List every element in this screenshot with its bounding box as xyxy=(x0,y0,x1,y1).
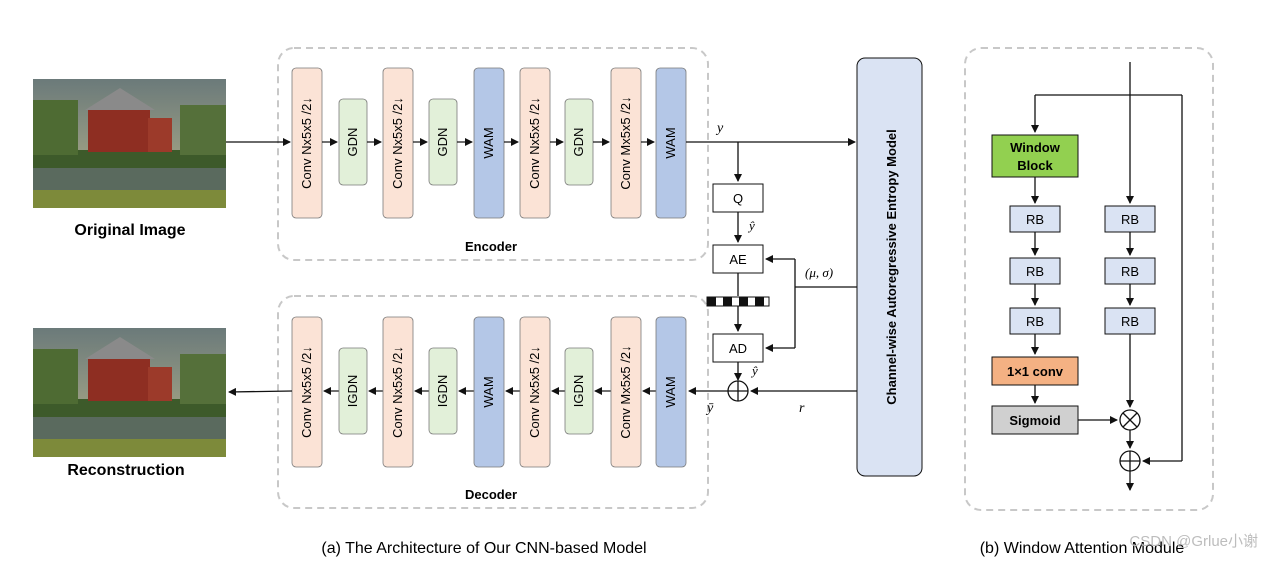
decoder-block-label-3: Conv Nx5x5 /2↓ xyxy=(390,346,405,438)
encoder-block-label-8: Conv Mx5x5 /2↓ xyxy=(618,96,633,189)
ad-block xyxy=(712,333,764,363)
rb-block-2-3 xyxy=(1104,307,1156,335)
original-image xyxy=(33,79,226,208)
decoder-title: Decoder xyxy=(465,487,517,502)
y-hat-label-1: ŷ xyxy=(747,218,755,233)
decoder-block-1 xyxy=(291,316,323,468)
decoder-block-label-1: Conv Nx5x5 /2↓ xyxy=(299,346,314,438)
rb-block-2-2 xyxy=(1104,257,1156,285)
caption-a: (a) The Architecture of Our CNN-based Mo… xyxy=(321,540,646,557)
encoder-block-9 xyxy=(655,67,687,219)
original-image-label: Original Image xyxy=(74,222,185,239)
decoder-block-label-4: IGDN xyxy=(435,375,450,408)
y-label: y xyxy=(715,121,724,136)
decoder-block-9 xyxy=(655,316,687,468)
r-label: r xyxy=(799,401,805,416)
decoder-block-8 xyxy=(610,316,642,468)
decoder-block-label-8: Conv Mx5x5 /2↓ xyxy=(618,345,633,438)
encoder-block-label-1: Conv Nx5x5 /2↓ xyxy=(299,97,314,189)
mu-sigma-label: (μ, σ) xyxy=(805,265,833,280)
y-hat-label-2: ŷ xyxy=(750,363,758,378)
caption-b: (b) Window Attention Module xyxy=(980,540,1185,557)
decoder-block-6 xyxy=(519,316,551,468)
window-block-label-2: Block xyxy=(1017,158,1053,173)
y-bar-label: ȳ xyxy=(705,401,714,416)
watermark: CSDN @Grlue小谢 xyxy=(1129,533,1258,550)
rb-label-2-3: RB xyxy=(1121,314,1139,329)
add-node xyxy=(727,380,749,402)
conv1x1-label: 1×1 conv xyxy=(1007,364,1064,379)
decoder-block-7 xyxy=(564,347,594,435)
window-block xyxy=(991,134,1079,178)
sigmoid-label: Sigmoid xyxy=(1009,413,1060,428)
decoder-block-label-9: WAM xyxy=(663,376,678,407)
bitstream xyxy=(706,296,770,307)
encoder-block-label-4: GDN xyxy=(435,128,450,157)
encoder-block-3 xyxy=(382,67,414,219)
decoder-block-label-6: Conv Nx5x5 /2↓ xyxy=(527,346,542,438)
encoder-block-label-3: Conv Nx5x5 /2↓ xyxy=(390,97,405,189)
reconstruction-image xyxy=(33,328,226,457)
decoder-group xyxy=(277,295,709,509)
encoder-title: Encoder xyxy=(465,239,517,254)
encoder-block-label-9: WAM xyxy=(663,127,678,158)
sigmoid-block xyxy=(991,405,1079,435)
rb-block-2-1 xyxy=(1104,205,1156,233)
conv1x1-block xyxy=(991,356,1079,386)
rb-label-2-1: RB xyxy=(1121,212,1139,227)
decoder-block-4 xyxy=(428,347,458,435)
encoder-block-5 xyxy=(473,67,505,219)
encoder-blocks: Conv Nx5x5 /2↓ GDN Conv Nx5x5 /2↓ GDN WAM Con… xyxy=(291,67,687,219)
encoder-block-8 xyxy=(610,67,642,219)
rb-block-1-1 xyxy=(1009,205,1061,233)
encoder-block-1 xyxy=(291,67,323,219)
encoder-block-label-2: GDN xyxy=(345,128,360,157)
window-block-label-1: Window xyxy=(1010,140,1061,155)
rb-blocks: RB RB RB RB RB RB xyxy=(1009,205,1156,335)
reconstruction-label: Reconstruction xyxy=(67,462,184,479)
ad-label: AD xyxy=(729,341,747,356)
rb-label-1-1: RB xyxy=(1026,212,1044,227)
q-block xyxy=(712,183,764,213)
rb-label-1-3: RB xyxy=(1026,314,1044,329)
rb-label-1-2: RB xyxy=(1026,264,1044,279)
encoder-block-6 xyxy=(519,67,551,219)
output-arrow xyxy=(228,387,293,396)
decoder-block-2 xyxy=(338,347,368,435)
encoder-group xyxy=(277,47,709,261)
encoder-block-label-6: Conv Nx5x5 /2↓ xyxy=(527,97,542,189)
wam-group xyxy=(964,47,1214,511)
decoder-block-label-5: WAM xyxy=(481,376,496,407)
decoder-block-5 xyxy=(473,316,505,468)
ae-label: AE xyxy=(729,252,747,267)
wam-add-node xyxy=(1119,450,1141,472)
decoder-block-3 xyxy=(382,316,414,468)
multiply-node xyxy=(1119,409,1141,431)
decoder-blocks: Conv Nx5x5 /2↓ IGDN Conv Nx5x5 /2↓ IGDN WAM C… xyxy=(291,316,687,468)
encoder-block-label-5: WAM xyxy=(481,127,496,158)
q-label: Q xyxy=(733,191,743,206)
decoder-block-label-2: IGDN xyxy=(345,375,360,408)
decoder-block-label-7: IGDN xyxy=(571,375,586,408)
entropy-model-label: Channel-wise Autoregressive Entropy Mode… xyxy=(884,129,899,404)
rb-label-2-2: RB xyxy=(1121,264,1139,279)
entropy-model-block xyxy=(856,57,923,477)
encoder-block-label-7: GDN xyxy=(571,128,586,157)
